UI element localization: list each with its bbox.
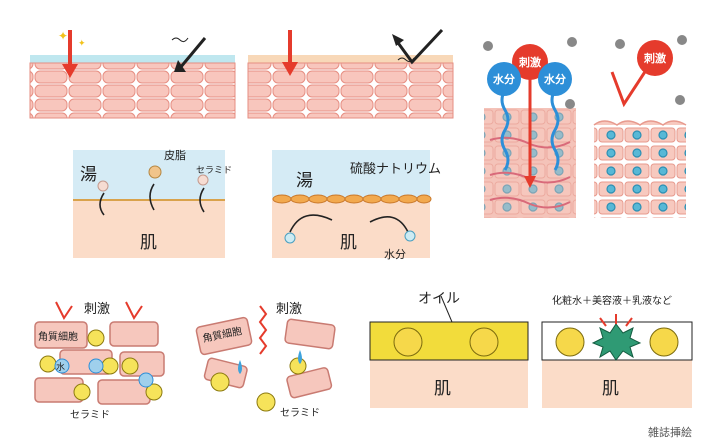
- skin-panel-1: ✦ ✦: [29, 29, 236, 119]
- damaged-stimulus-label: 刺激: [276, 302, 303, 317]
- sulfate-skin-label: 肌: [340, 233, 357, 253]
- svg-text:✦: ✦: [78, 39, 86, 49]
- soak-skin-label: 肌: [140, 233, 157, 253]
- oil-label: オイル: [418, 291, 460, 307]
- svg-text:✦: ✦: [58, 29, 68, 43]
- sulfate-water-label: 湯: [296, 171, 313, 191]
- water-badge-right: 水分: [538, 62, 572, 96]
- oil-skin-label: 肌: [434, 379, 451, 399]
- barrier-water-label: 水: [56, 363, 66, 373]
- cosmetics-skin-label: 肌: [602, 379, 619, 399]
- damaged-ceramide-label: セラミド: [280, 408, 320, 419]
- soak-water-label: 湯: [80, 165, 97, 185]
- stimulus-badge-healthy: 刺激: [637, 40, 673, 76]
- skin-panel-dry: [483, 37, 577, 218]
- water-badge-left: 水分: [487, 62, 521, 96]
- sulfate-agent-label: 硫酸ナトリウム: [350, 162, 442, 177]
- barrier-keratinocyte-label: 角質細胞: [38, 332, 78, 343]
- cosmetics-label: 化粧水＋美容液＋乳液など: [552, 296, 672, 307]
- credit-text: 雑誌挿絵: [648, 426, 692, 439]
- barrier-stimulus-label: 刺激: [84, 302, 111, 317]
- skin-panel-2: [247, 28, 454, 119]
- skin-panel-healthy: [593, 35, 687, 218]
- barrier-ceramide-label: セラミド: [70, 410, 110, 421]
- soak-lipid-label: 皮脂: [164, 149, 186, 162]
- soak-ceramide-label: セラミド: [196, 166, 233, 176]
- sulfate-moisture-label: 水分: [384, 248, 406, 261]
